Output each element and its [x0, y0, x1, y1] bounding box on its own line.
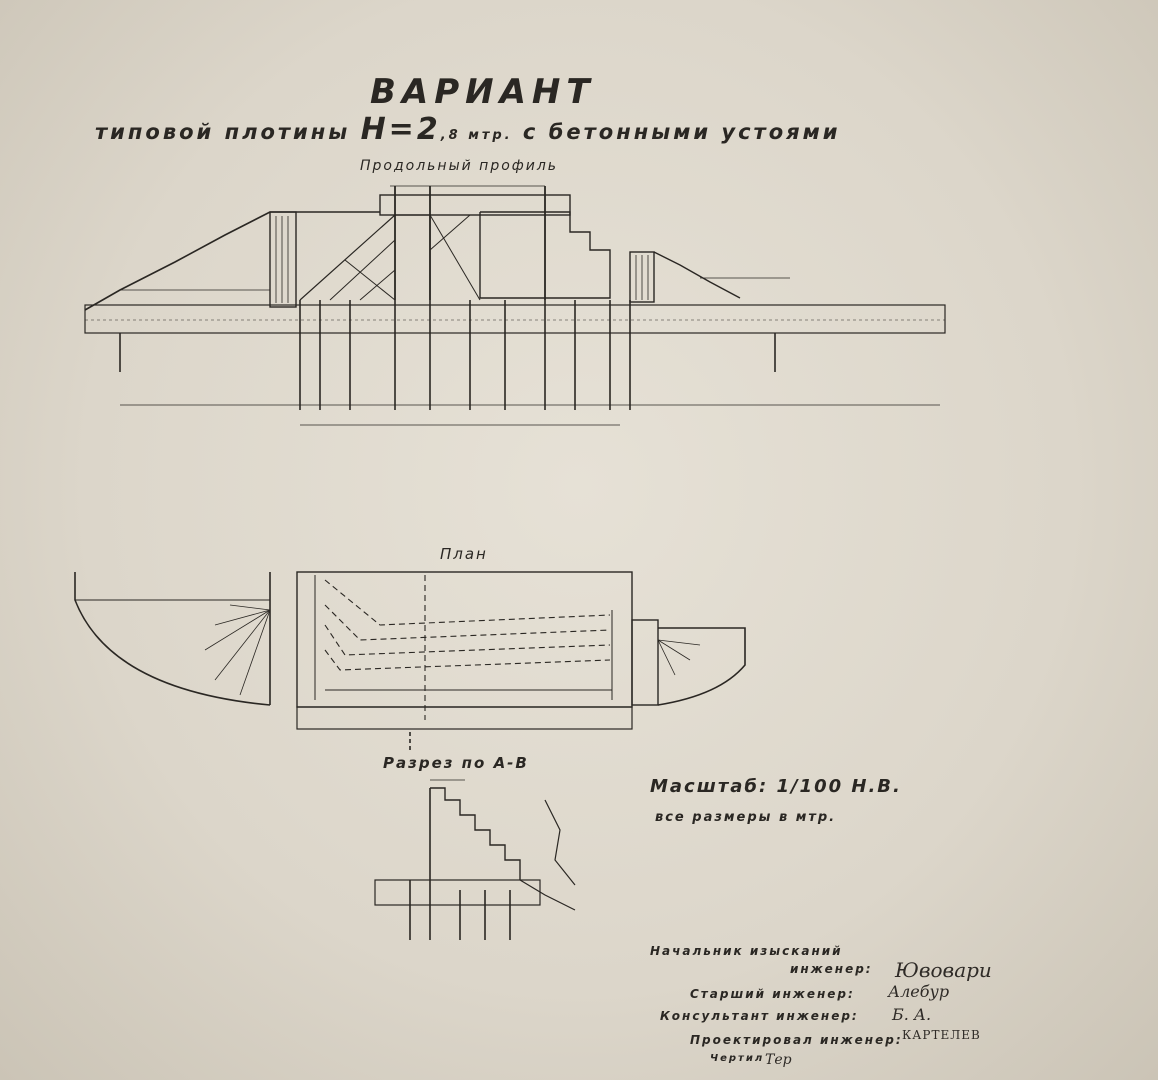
signature-chief-line2: инженер:	[790, 962, 873, 976]
scale-label: Масштаб: 1/100 Н.В.	[650, 776, 902, 797]
handwritten-chief-signature: Ювовари	[895, 958, 992, 982]
title-height-value: H=2	[360, 112, 441, 147]
handwritten-drafter-signature: Тер	[765, 1052, 792, 1068]
handwritten-senior-signature: Алебур	[888, 982, 950, 1001]
title-subtitle-pre: типовой плотины	[95, 120, 361, 144]
handwritten-consultant-signature: Б. А.	[892, 1005, 932, 1024]
signature-chief-line1: Начальник изысканий	[650, 944, 843, 958]
designer-name: КАРТЕЛЕВ	[902, 1028, 981, 1042]
signature-senior: Старший инженер:	[690, 987, 855, 1001]
title-subtitle-post: с бетонными устоями	[512, 120, 841, 144]
signature-consultant: Консультант инженер:	[660, 1009, 859, 1023]
label-section: Разрез по А-В	[383, 754, 529, 772]
title-height-sub: ,8 мтр.	[440, 128, 513, 143]
title-subtitle: типовой плотины H=2,8 мтр. с бетонными у…	[95, 112, 841, 147]
label-longitudinal-profile: Продольный профиль	[360, 158, 559, 174]
label-plan: План	[440, 545, 488, 563]
plan-view	[74, 571, 746, 752]
signature-designer: Проектировал инженер:	[690, 1033, 903, 1047]
title-main: ВАРИАНТ	[370, 72, 596, 112]
section-view	[374, 779, 576, 940]
signature-drafter: Чертил	[710, 1053, 765, 1064]
longitudinal-profile	[84, 185, 946, 426]
scale-note: все размеры в мтр.	[655, 810, 837, 825]
